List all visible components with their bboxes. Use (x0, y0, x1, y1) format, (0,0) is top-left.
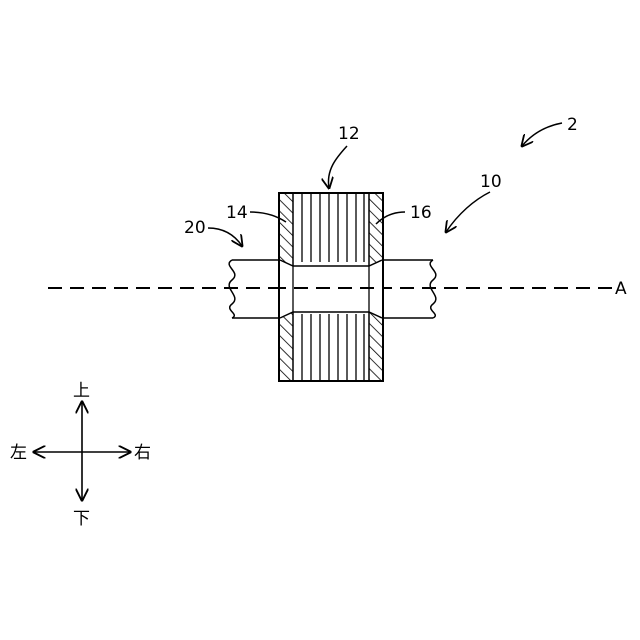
direction-left-label: 左 (10, 443, 27, 463)
direction-right-label: 右 (134, 443, 151, 463)
label-12: 12 (338, 124, 360, 144)
label-10: 10 (480, 172, 502, 192)
direction-down-label: 下 (73, 509, 90, 529)
label-14: 14 (226, 203, 248, 223)
label-20: 20 (184, 218, 206, 238)
body-12 (279, 193, 383, 381)
direction-compass: 上 下 左 右 (10, 381, 151, 529)
label-axis-a: A (615, 279, 627, 299)
direction-up-label: 上 (73, 381, 90, 401)
label-16: 16 (410, 203, 432, 223)
label-2: 2 (567, 115, 578, 135)
